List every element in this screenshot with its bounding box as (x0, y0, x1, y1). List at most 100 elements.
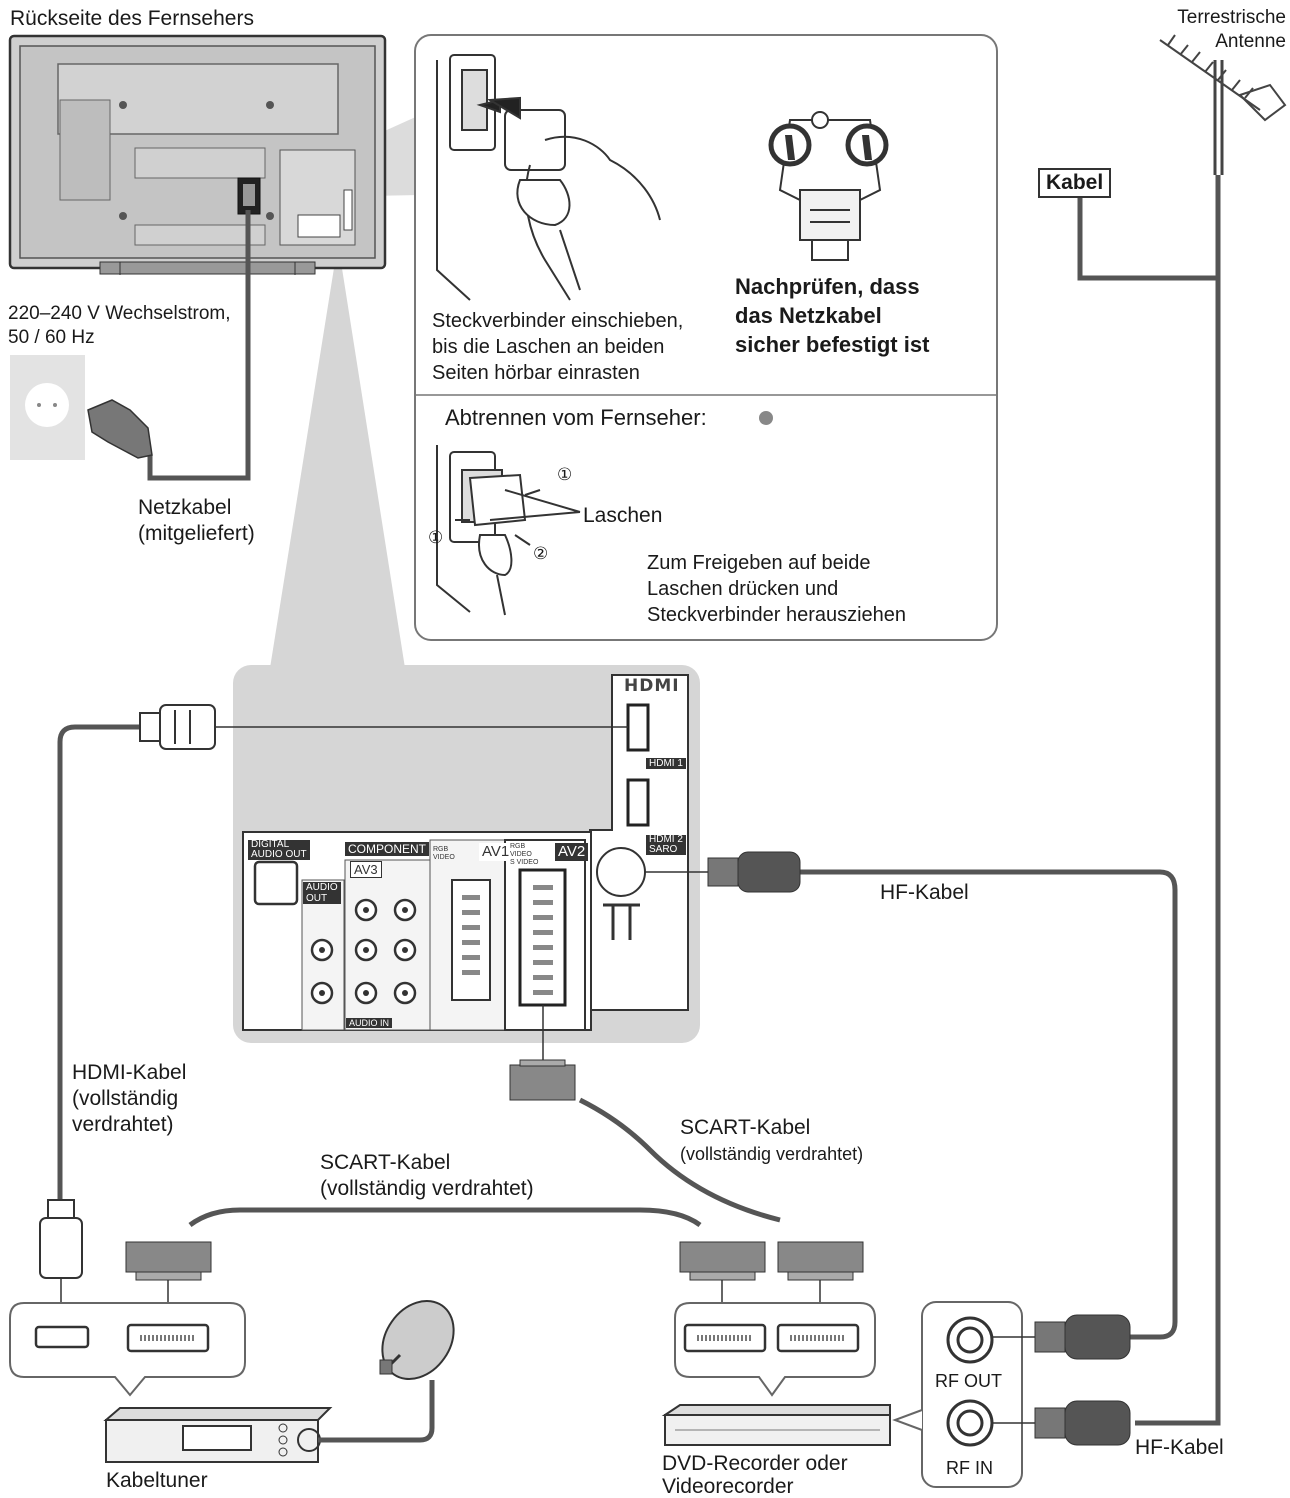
release-instructions-line: Zum Freigeben auf beide (647, 552, 871, 574)
power-spec-label: 220–240 V Wechselstrom, 50 / 60 Hz (8, 302, 231, 350)
antenna-label: Terrestrische Antenne (1140, 6, 1286, 54)
scart-cable-label-line: SCART-Kabel (680, 1116, 811, 1139)
hdmi-cable-label: HDMI-Kabel (vollständig verdrahtet) (72, 1060, 186, 1138)
step-1-marker-top: ① (557, 465, 573, 484)
av2-signal-line: RGB (510, 843, 526, 850)
satellite-dish (379, 1300, 455, 1380)
power-cable (147, 210, 251, 481)
av2-signal-line: VIDEO (510, 851, 532, 858)
step-1-marker-left: ① (428, 528, 444, 547)
av2-signal-line: S VIDEO (510, 859, 539, 866)
check-note-line: das Netzkabel (735, 303, 882, 328)
recorder-label-line: DVD-Recorder oder (662, 1452, 848, 1475)
hf-plug-tv (707, 851, 801, 893)
satellite-cable (318, 1380, 435, 1443)
hdmi-cable (57, 724, 140, 1200)
hdmi-plug-tuner (39, 1199, 83, 1279)
scart-cable-label-left: SCART-Kabel (vollständig verdrahtet) (320, 1150, 534, 1202)
scart-plug-tv (509, 1059, 576, 1101)
digital-audio-out-label: DIGITAL AUDIO OUT (248, 840, 310, 860)
release-instructions-line: Steckverbinder herausziehen (647, 604, 907, 626)
callout-wedge-panel (270, 243, 405, 668)
recorder-label: DVD-Recorder oder Videorecorder (662, 1452, 848, 1498)
antenna-label-line: Antenne (1215, 31, 1286, 52)
cable-feed-line (1077, 196, 1218, 281)
laschen-label: Laschen (583, 504, 663, 527)
hf-cable-tv (800, 869, 1178, 1340)
power-plug (87, 399, 153, 459)
scart-cable-label-line: (vollständig verdrahtet) (680, 1144, 864, 1164)
connector-insert-illustration (436, 54, 661, 301)
dvd-recorder-device (661, 1404, 891, 1446)
antenna-illustration (1159, 34, 1287, 175)
hf-plug-rf-out (1034, 1314, 1131, 1360)
hf-plug-rf-in (1034, 1400, 1131, 1446)
cable-tuner-device (103, 1407, 333, 1463)
release-instructions-line: Laschen drücken und (647, 578, 839, 600)
hdmi-cable-label-line: (vollständig (72, 1087, 179, 1110)
check-note: Nachprüfen, dass das Netzkabel sicher be… (735, 272, 929, 359)
rf-out-label: RF OUT (935, 1371, 1002, 1391)
hf-cable-label-top: HF-Kabel (880, 881, 969, 904)
hdmi-cable-label-line: verdrahtet) (72, 1113, 174, 1136)
check-note-line: Nachprüfen, dass (735, 274, 920, 299)
step-2-marker: ② (533, 544, 549, 563)
insert-instructions-line: Steckverbinder einschieben, (432, 310, 684, 332)
digital-audio-out-line: DIGITAL (251, 839, 290, 850)
wall-outlet (10, 355, 85, 460)
scart-plug-tuner (125, 1241, 212, 1281)
power-cable-label-line: (mitgeliefert) (138, 522, 255, 545)
hdmi-cable-label-line: HDMI-Kabel (72, 1061, 187, 1084)
insert-instructions: Steckverbinder einschieben, bis die Lasc… (432, 308, 683, 386)
audio-in-label: AUDIO IN (346, 1018, 393, 1028)
audio-out-label: AUDIO OUT (303, 882, 341, 904)
audio-out-line: OUT (306, 893, 328, 904)
recorder-label-line: Videorecorder (662, 1475, 794, 1498)
release-instructions: Zum Freigeben auf beide Laschen drücken … (647, 550, 906, 628)
connection-panel (233, 665, 700, 1043)
audio-out-line: AUDIO (306, 882, 338, 893)
av1-signal-line: RGB (433, 846, 449, 853)
av2-signal-label: RGB VIDEO S VIDEO (510, 843, 538, 867)
scart-cable-label-line: (vollständig verdrahtet) (320, 1177, 534, 1200)
hf-cable-antenna (1135, 175, 1221, 1426)
connector-release-illustration (436, 411, 773, 616)
cable-tuner-label: Kabeltuner (106, 1469, 208, 1492)
av1-label: AV1 (479, 843, 513, 861)
scart-cable-right (578, 1097, 781, 1223)
power-cable-label: Netzkabel (mitgeliefert) (138, 495, 255, 547)
av1-signal-label: RGB VIDEO (433, 846, 455, 862)
scart-cable-label-line: SCART-Kabel (320, 1151, 451, 1174)
scart-plug-recorder-2 (777, 1241, 864, 1281)
hdmi2-label: HDMI 2 SARO (646, 835, 686, 855)
hdmi-plug-tv (139, 704, 216, 750)
tuner-hdmi-socket (34, 1325, 90, 1349)
hdmi2-label-line: HDMI 2 (649, 834, 683, 845)
power-cable-label-line: Netzkabel (138, 496, 232, 519)
insert-instructions-line: Seiten hörbar einrasten (432, 362, 640, 384)
scart-cable-left (188, 1207, 702, 1228)
hdmi1-label: HDMI 1 (646, 758, 686, 769)
component-label: COMPONENT (345, 842, 429, 856)
connector-check-illustration (768, 111, 889, 261)
hf-cable-label-bottom: HF-Kabel (1135, 1436, 1224, 1459)
cable-source-label: Kabel (1038, 168, 1112, 198)
scart-plug-recorder-1 (679, 1241, 766, 1281)
rf-socket-callout (921, 1301, 1023, 1488)
tv-back-label: Rückseite des Fernsehers (10, 7, 254, 30)
hdmi2-label-line: SARO (649, 844, 678, 855)
check-note-line: sicher befestigt ist (735, 332, 930, 357)
scart-cable-label-right: SCART-Kabel (vollständig verdrahtet) (680, 1115, 863, 1167)
power-spec-line: 220–240 V Wechselstrom, (8, 303, 231, 324)
antenna-label-line: Terrestrische (1177, 7, 1286, 28)
tv-back (8, 34, 387, 275)
rf-in-label: RF IN (946, 1458, 993, 1478)
power-spec-line: 50 / 60 Hz (8, 327, 95, 348)
disconnect-title: Abtrennen vom Fernseher: (445, 405, 707, 430)
hdmi-logo: HDMI (624, 676, 680, 696)
digital-audio-out-line: AUDIO OUT (251, 849, 307, 860)
av2-label: AV2 (555, 843, 589, 861)
insert-instructions-line: bis die Laschen an beiden (432, 336, 665, 358)
av1-signal-line: VIDEO (433, 854, 455, 861)
